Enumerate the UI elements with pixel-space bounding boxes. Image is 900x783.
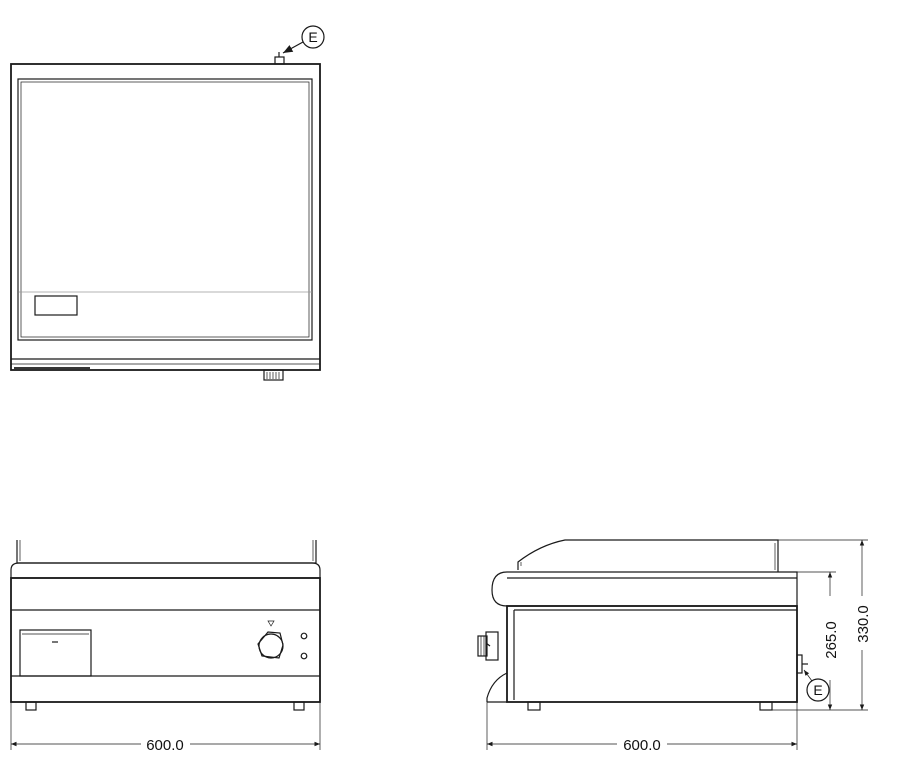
top-view-outer-frame <box>10 63 321 371</box>
side-view-foot-rear <box>759 701 773 711</box>
side-view-total-height-dimension: 330.0 <box>855 605 872 643</box>
front-view-ignition-button <box>300 652 308 660</box>
front-view-control-knob <box>257 631 284 659</box>
side-view-foot-front <box>527 701 541 711</box>
front-view-knob-indicator-icon <box>267 620 275 627</box>
front-view-foot-left <box>25 701 37 711</box>
front-view-width-dimension: 600.0 <box>146 737 184 754</box>
side-view: E 600.0 265.0 330.0 <box>477 539 872 754</box>
side-view-top-plate <box>491 571 798 607</box>
top-view-callout-circle <box>301 25 325 49</box>
side-view-width-dimension: 600.0 <box>623 737 661 754</box>
side-view-callout-arrow <box>803 669 813 682</box>
front-view: 600.0 <box>10 540 321 754</box>
top-view-drip-tray <box>34 295 78 316</box>
top-view: E <box>10 25 325 381</box>
front-view-top-plate <box>10 562 321 578</box>
top-view-cooking-plate <box>17 78 313 341</box>
side-view-body-height-dimension: 265.0 <box>823 621 840 659</box>
side-view-callout-circle <box>806 678 830 702</box>
side-view-control-knob <box>477 631 499 661</box>
front-view-body <box>10 577 321 703</box>
top-view-plate-inner <box>20 81 310 338</box>
side-view-front-skirt <box>486 672 508 702</box>
side-view-body <box>506 605 798 703</box>
top-view-gas-connection <box>274 56 285 65</box>
front-view-foot-right <box>293 701 305 711</box>
front-view-indicator-light <box>300 632 308 640</box>
front-view-splashback <box>16 540 317 564</box>
front-view-drip-tray <box>19 629 92 677</box>
side-view-splashback <box>517 539 779 572</box>
top-view-callout-label: E <box>308 29 317 45</box>
top-view-callout-arrow <box>282 41 304 54</box>
side-view-callout-label: E <box>813 682 822 698</box>
top-view-knob <box>263 369 284 381</box>
